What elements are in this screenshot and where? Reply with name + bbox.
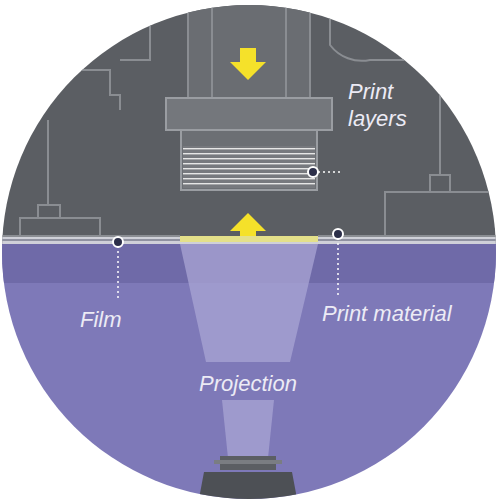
part-label: Projection — [148, 370, 348, 397]
part-label: Print material — [322, 300, 452, 327]
part-label: Film — [80, 306, 160, 333]
part-label: Print layers — [348, 78, 458, 132]
